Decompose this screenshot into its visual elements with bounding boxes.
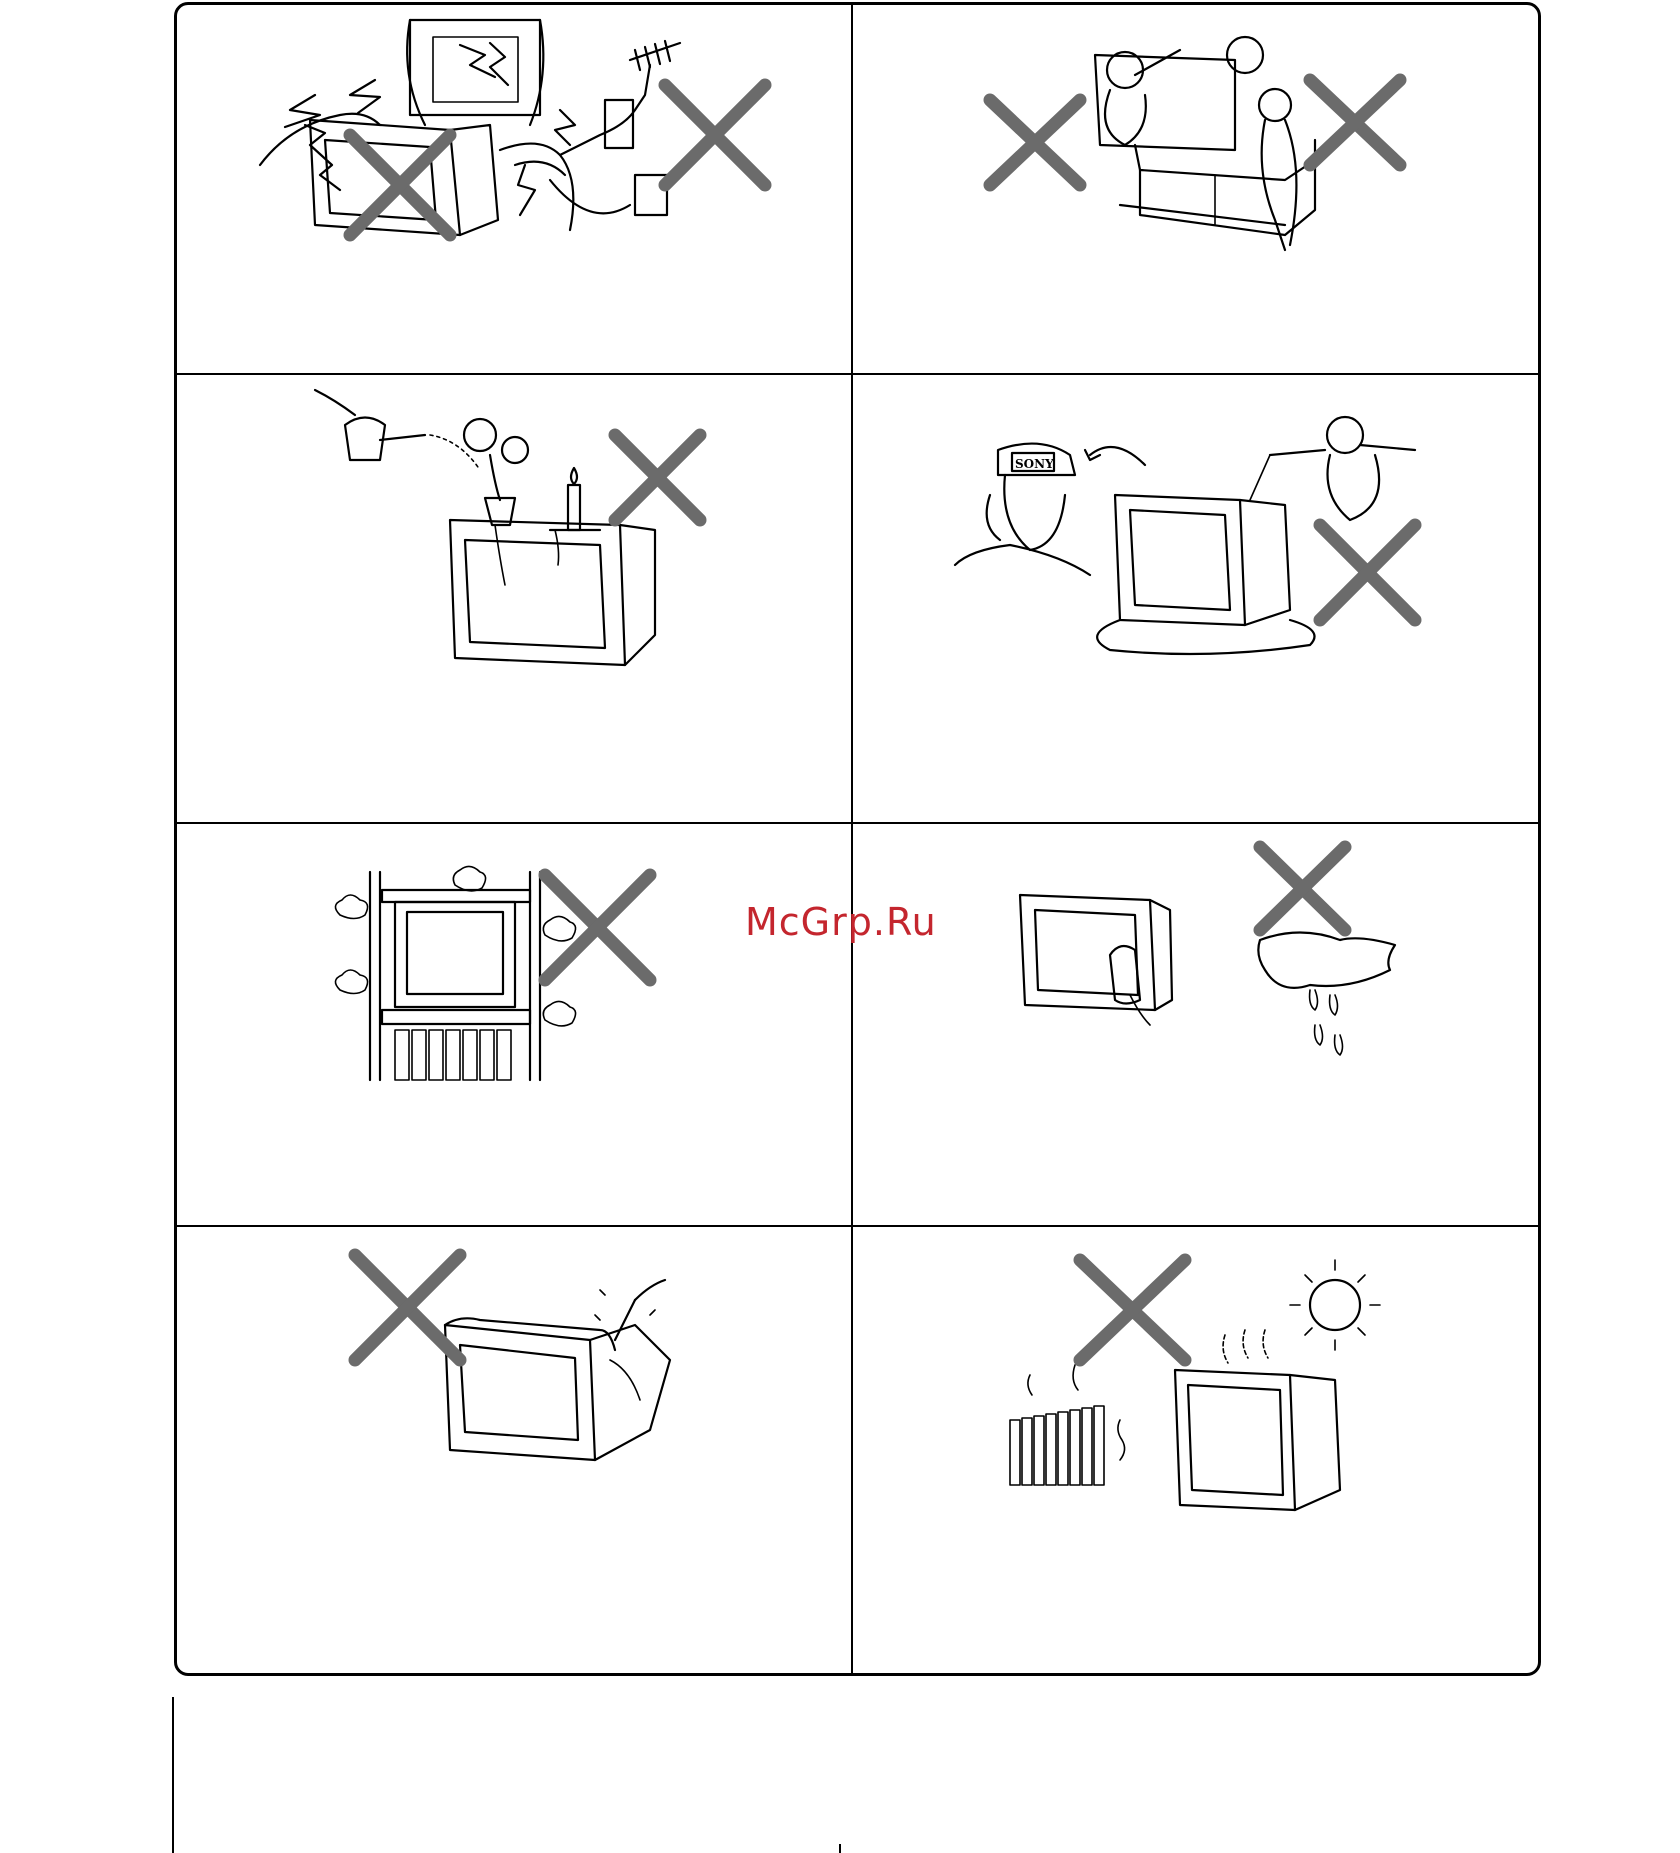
panel-heat-sources bbox=[990, 1245, 1410, 1535]
tv-open-back-icon bbox=[445, 1318, 670, 1460]
prohibited-cross-icon bbox=[545, 875, 650, 980]
prohibited-cross-icon bbox=[615, 435, 700, 520]
candle-icon bbox=[550, 468, 600, 530]
row-divider bbox=[175, 822, 1540, 824]
column-divider bbox=[851, 2, 853, 1676]
tv-icon bbox=[450, 520, 655, 665]
prohibited-cross-icon bbox=[1260, 847, 1345, 930]
row-divider bbox=[175, 1225, 1540, 1227]
tv-on-stand-icon bbox=[1095, 55, 1315, 235]
panel-lightning bbox=[250, 15, 790, 255]
radiator-icon bbox=[1010, 1365, 1125, 1485]
wall-plug-icon bbox=[550, 175, 667, 215]
dry-cloth-icon bbox=[1110, 946, 1150, 1025]
cap-label: SONY bbox=[1015, 457, 1054, 471]
flower-pot-icon bbox=[464, 419, 528, 525]
child-icon bbox=[1105, 37, 1296, 250]
panel-ventilation bbox=[330, 860, 670, 1090]
prohibited-cross-icon bbox=[990, 80, 1400, 185]
tv-icon bbox=[1175, 1370, 1340, 1510]
panel-call-service: SONY bbox=[950, 405, 1440, 675]
panel-children-climbing bbox=[985, 20, 1415, 260]
window-icon bbox=[407, 20, 543, 125]
prohibited-cross-icon bbox=[1320, 525, 1415, 620]
panel-cleaning bbox=[1010, 835, 1410, 1075]
panel-do-not-open bbox=[350, 1250, 680, 1480]
prohibited-cross-icon bbox=[1080, 1260, 1185, 1360]
page-margin-line bbox=[172, 1697, 174, 1853]
antenna-icon bbox=[560, 41, 680, 155]
sun-icon bbox=[1223, 1260, 1380, 1363]
prohibited-cross-icon bbox=[355, 1255, 460, 1360]
watermark: McGrp.Ru bbox=[745, 900, 945, 944]
watering-can-icon bbox=[315, 390, 480, 470]
books-icon bbox=[395, 1030, 511, 1080]
wet-cloth-icon bbox=[1258, 933, 1395, 1056]
row-divider bbox=[175, 373, 1540, 375]
tv-wet-icon bbox=[1097, 495, 1314, 654]
page-fold-mark bbox=[839, 1844, 841, 1853]
tv-icon bbox=[1020, 895, 1172, 1010]
panel-liquids bbox=[310, 380, 710, 680]
prohibited-cross-icon bbox=[350, 85, 765, 235]
